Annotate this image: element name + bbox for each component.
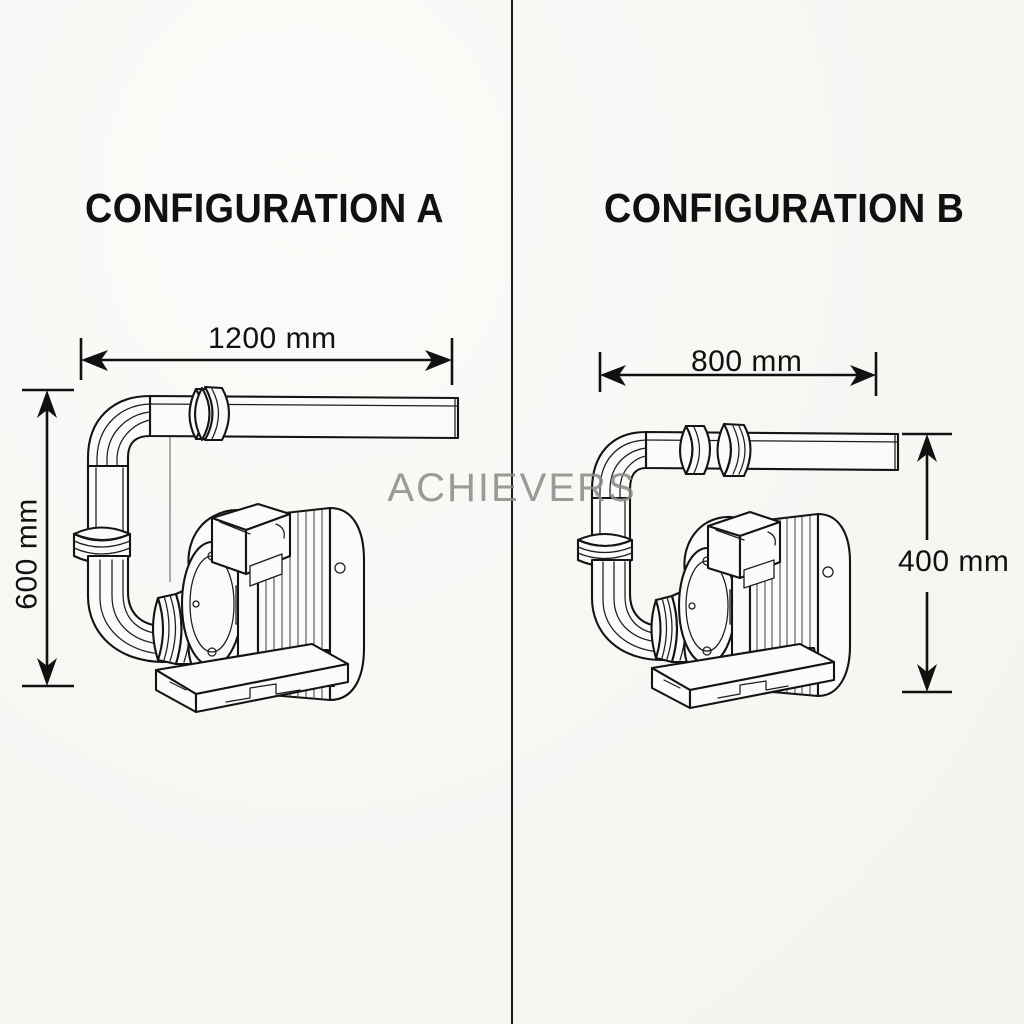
- motor-junction-box-b: [706, 510, 782, 589]
- pipe-flange-collar-b2: [716, 422, 752, 478]
- dimension-b-horizontal: [598, 352, 878, 396]
- dimension-label-b-vertical: 400 mm: [898, 545, 1010, 578]
- dimension-b-vertical: [902, 432, 952, 694]
- panel-title-configuration-a: CONFIGURATION A: [85, 185, 444, 231]
- motor-junction-box-a: [210, 502, 292, 587]
- dimension-a-horizontal: [79, 338, 454, 385]
- panel-title-configuration-b: CONFIGURATION B: [604, 185, 965, 231]
- base-plate-a: [154, 642, 350, 714]
- pipe-flange-collar-a2: [193, 386, 211, 442]
- discharge-pipe-b: [644, 422, 900, 478]
- pipe-flange-collar-b1: [678, 424, 712, 476]
- elbow-bend-a: [86, 394, 152, 472]
- elbow-bend-b: [590, 430, 648, 504]
- suction-riser-b: [576, 496, 634, 568]
- dimension-label-a-horizontal: 1200 mm: [208, 322, 337, 355]
- dimension-a-vertical: [22, 388, 74, 688]
- panel-divider: [511, 0, 513, 1024]
- pipe-flange-collar-a3: [203, 385, 231, 442]
- base-plate-b: [650, 642, 836, 710]
- dimension-label-a-vertical: 600 mm: [10, 498, 44, 610]
- dimension-label-b-horizontal: 800 mm: [691, 345, 803, 378]
